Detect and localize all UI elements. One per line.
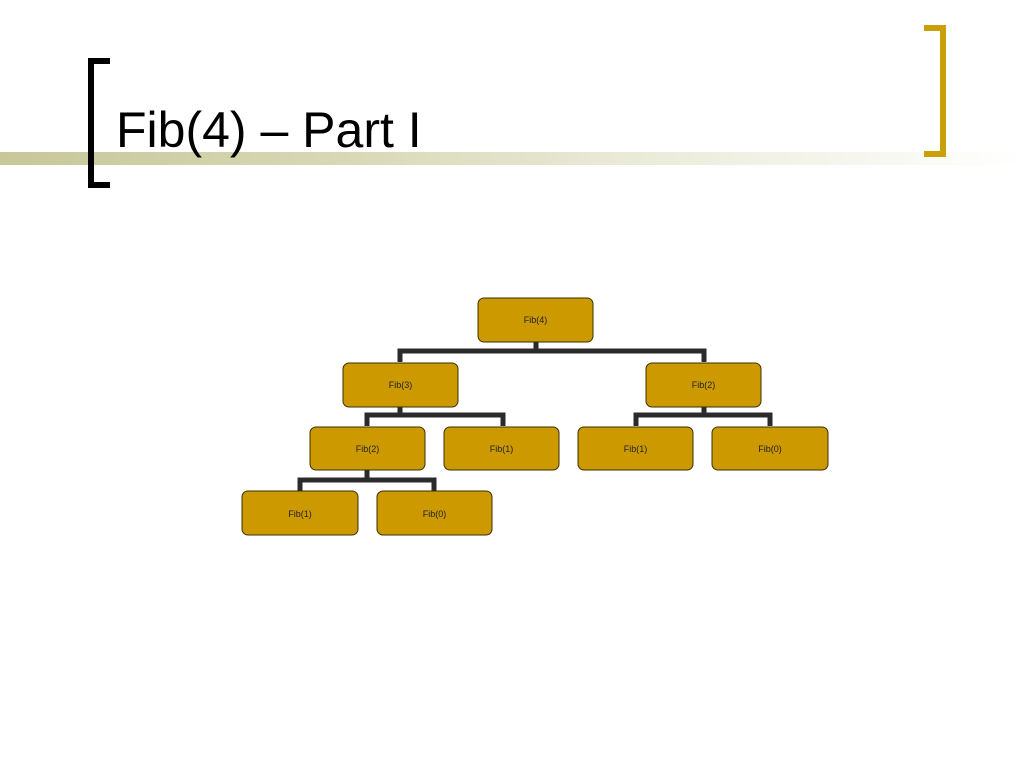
left-bracket-decoration	[88, 58, 110, 188]
tree-node-label: Fib(1)	[288, 509, 312, 519]
tree-node-label: Fib(2)	[692, 380, 716, 390]
tree-node-label: Fib(3)	[389, 380, 413, 390]
tree-node-fib0-a: Fib(0)	[711, 426, 829, 471]
edge-fib2-right-children	[633, 407, 773, 426]
tree-node-label: Fib(0)	[423, 509, 447, 519]
tree-node-label: Fib(0)	[758, 444, 782, 454]
slide-title: Fib(4) – Part I	[116, 102, 422, 158]
tree-node-fib1-b: Fib(1)	[577, 426, 694, 471]
tree-node-label: Fib(1)	[624, 444, 648, 454]
title-rule	[0, 152, 1024, 165]
tree-node-fib2-left: Fib(2)	[309, 426, 426, 471]
tree-node-fib3: Fib(3)	[342, 362, 459, 408]
tree-node-fib2-right: Fib(2)	[645, 362, 762, 408]
tree-node-fib1-c: Fib(1)	[241, 490, 359, 536]
tree-node-label: Fib(1)	[490, 444, 514, 454]
tree-node-label: Fib(4)	[524, 315, 548, 325]
tree-node-fib4: Fib(4)	[477, 297, 594, 343]
tree-edges	[297, 342, 773, 491]
right-bracket-decoration	[924, 25, 946, 157]
tree-node-label: Fib(2)	[356, 444, 380, 454]
edge-fib2-left-children	[297, 470, 437, 491]
tree-node-fib1-a: Fib(1)	[443, 426, 560, 471]
tree-node-fib0-b: Fib(0)	[376, 490, 493, 536]
edge-fib4-children	[397, 342, 707, 362]
edge-fib3-children	[364, 407, 506, 426]
